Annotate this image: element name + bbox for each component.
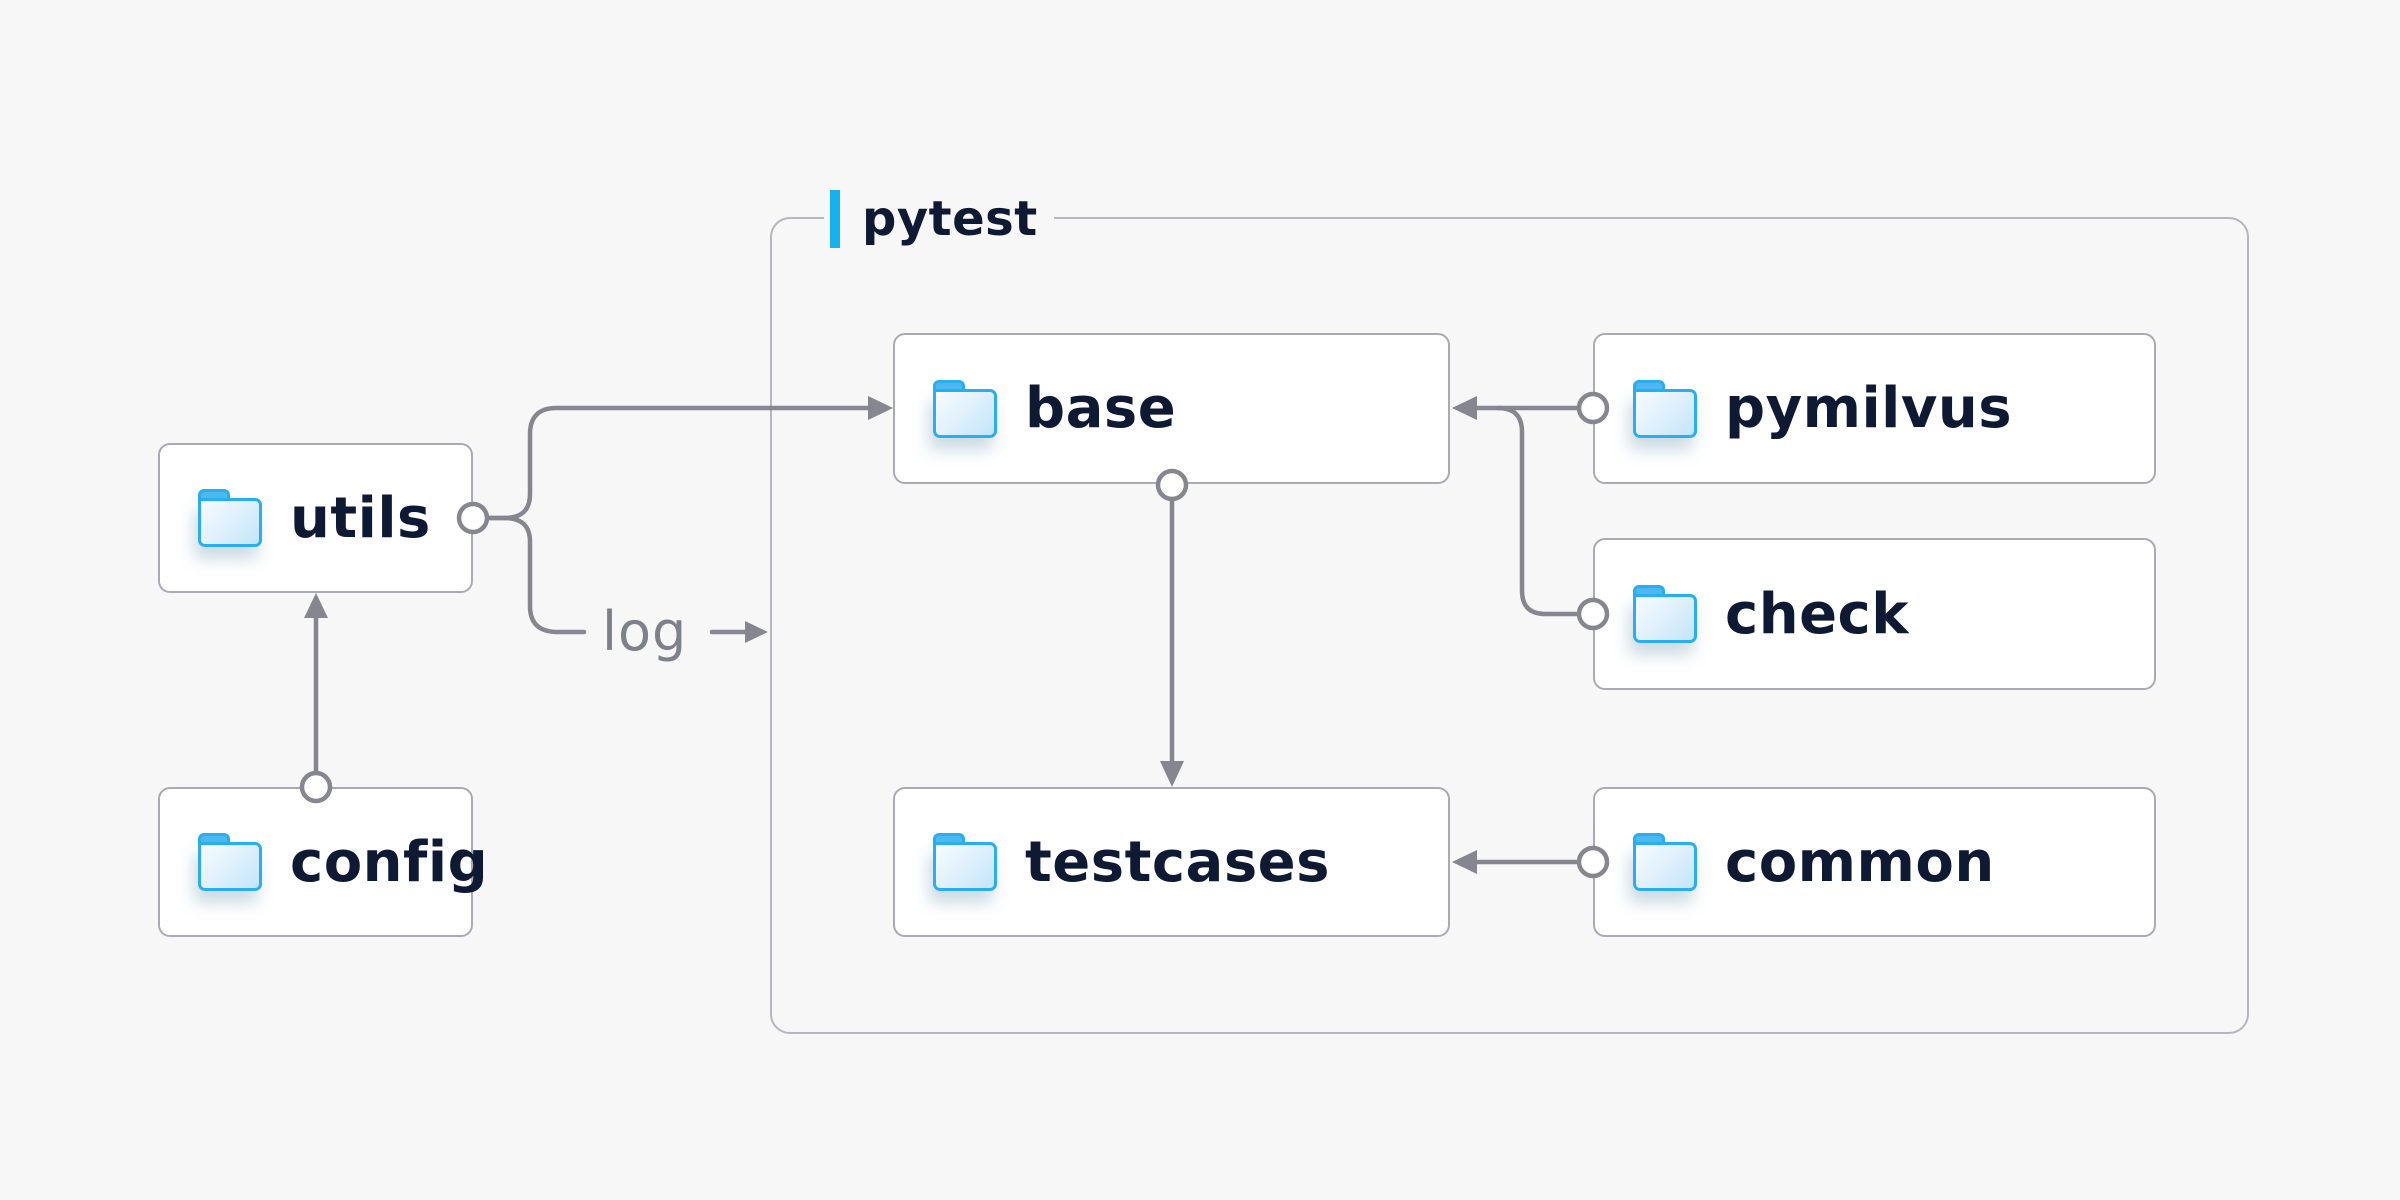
folder-icon (198, 489, 262, 547)
node-common: common (1593, 787, 2156, 937)
arrowhead (304, 593, 328, 618)
node-testcases: testcases (893, 787, 1450, 937)
pytest-group: pytest (770, 188, 2249, 1034)
folder-icon (1633, 585, 1697, 643)
node-label: check (1725, 581, 1909, 647)
folder-icon (933, 379, 997, 438)
node-label: common (1725, 829, 1995, 895)
folder-icon (933, 833, 997, 891)
node-pymilvus: pymilvus (1593, 333, 2156, 484)
node-check: check (1593, 538, 2156, 690)
node-label: config (290, 829, 489, 895)
folder-icon (198, 833, 262, 891)
folder-icon (1633, 833, 1697, 891)
node-base: base (893, 333, 1450, 484)
edge-utils-log (484, 515, 587, 635)
folder-icon (1633, 379, 1697, 438)
log-label: log (602, 600, 688, 663)
node-utils: utils (158, 443, 473, 593)
pytest-group-label: pytest (824, 188, 1054, 250)
arrowhead (745, 621, 768, 643)
node-label: pymilvus (1725, 376, 2013, 441)
node-label: base (1025, 376, 1177, 441)
node-label: utils (290, 485, 431, 551)
node-config: config (158, 787, 488, 937)
accent-bar (830, 190, 840, 248)
pytest-group-title: pytest (862, 191, 1038, 247)
node-label: testcases (1025, 829, 1330, 895)
